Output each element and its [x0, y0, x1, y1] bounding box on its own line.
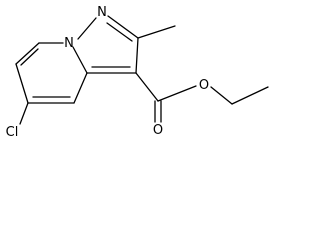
atom-n-bridgehead: N	[64, 36, 74, 51]
bond-nbridge-npyrazole	[77, 17, 97, 40]
bond-c3-carbonyl-c	[135, 72, 159, 102]
bond-npyrazole-c2-inner	[106, 22, 133, 42]
bond-c6-c5	[15, 63, 29, 104]
bond-c3a-n	[72, 46, 88, 74]
bond-oester-ch2	[210, 86, 233, 105]
bond-c2-c3	[135, 37, 139, 74]
bond-npyrazole-c2	[107, 15, 139, 39]
bond-c5-cl	[19, 102, 29, 125]
atom-o-carbonyl: O	[153, 123, 163, 138]
bond-methyl	[137, 25, 176, 39]
bond-c-oester	[157, 85, 197, 102]
bond-c7-c6-inner	[20, 48, 39, 66]
bond-ch2-ch3	[231, 86, 269, 105]
pyridine-ring	[15, 42, 88, 104]
bond-c4-c3a	[73, 72, 88, 104]
atom-chlorine: Cl	[6, 125, 19, 140]
pyrazole-ring	[77, 15, 139, 74]
bond-c7-c6	[15, 42, 40, 65]
atom-o-ester: O	[199, 78, 209, 93]
atom-n-pyrazole: N	[97, 5, 107, 20]
substituents	[19, 25, 269, 125]
chemical-structure: N N O O Cl	[6, 5, 269, 140]
